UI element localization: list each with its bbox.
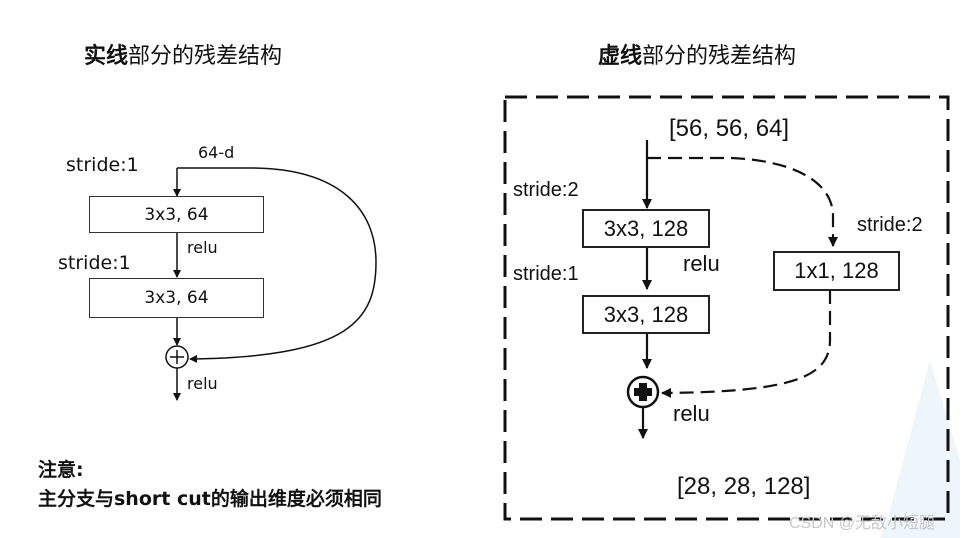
right-shortcut-stride: stride:2 xyxy=(857,214,923,236)
right-conv-box-2: 3x3, 128 xyxy=(582,295,710,334)
right-title-bold: 虚线 xyxy=(598,44,643,69)
left-dim-label: 64-d xyxy=(198,143,235,162)
left-relu-out: relu xyxy=(187,374,218,393)
right-input-shape: [56, 56, 64] xyxy=(669,115,790,142)
right-relu-1: relu xyxy=(683,251,720,276)
right-shortcut-dashed-top xyxy=(647,156,838,247)
right-shortcut-box: 1x1, 128 xyxy=(773,251,900,291)
right-output-shape: [28, 28, 128] xyxy=(677,473,811,500)
right-title: 虚线部分的残差结构 xyxy=(598,38,796,70)
right-stride-1: stride:1 xyxy=(513,263,579,285)
right-shortcut-box-label: 1x1, 128 xyxy=(794,258,879,283)
left-conv-box-1-label: 3x3, 64 xyxy=(144,204,209,225)
left-title-bold: 实线 xyxy=(84,44,129,69)
left-stride-top: stride:1 xyxy=(66,154,139,176)
note-line-2: 主分支与short cut的输出维度必须相同 xyxy=(38,488,382,510)
left-conv-box-1: 3x3, 64 xyxy=(89,196,264,233)
right-shortcut-dashed-bottom xyxy=(661,290,832,398)
right-stride-2-left: stride:2 xyxy=(513,179,579,201)
right-conv-box-2-label: 3x3, 128 xyxy=(603,301,689,327)
left-relu-1: relu xyxy=(187,238,218,257)
left-title-rest: 部分的残差结构 xyxy=(128,44,283,69)
watermark-shape xyxy=(880,360,960,538)
right-conv-box-1-label: 3x3, 128 xyxy=(603,215,689,241)
left-stride-mid: stride:1 xyxy=(58,252,131,274)
right-title-rest: 部分的残差结构 xyxy=(642,44,797,69)
left-title: 实线部分的残差结构 xyxy=(84,38,282,70)
right-relu-out: relu xyxy=(673,401,710,426)
left-conv-box-2: 3x3, 64 xyxy=(89,278,264,318)
right-conv-box-1: 3x3, 128 xyxy=(582,209,710,248)
left-conv-box-2-label: 3x3, 64 xyxy=(144,288,209,308)
right-dashed-frame xyxy=(503,95,950,521)
watermark-text: CSDN @无敌小短腿 xyxy=(789,515,936,532)
note-line-1: 注意: xyxy=(38,459,84,481)
left-shortcut-curve xyxy=(177,167,377,363)
